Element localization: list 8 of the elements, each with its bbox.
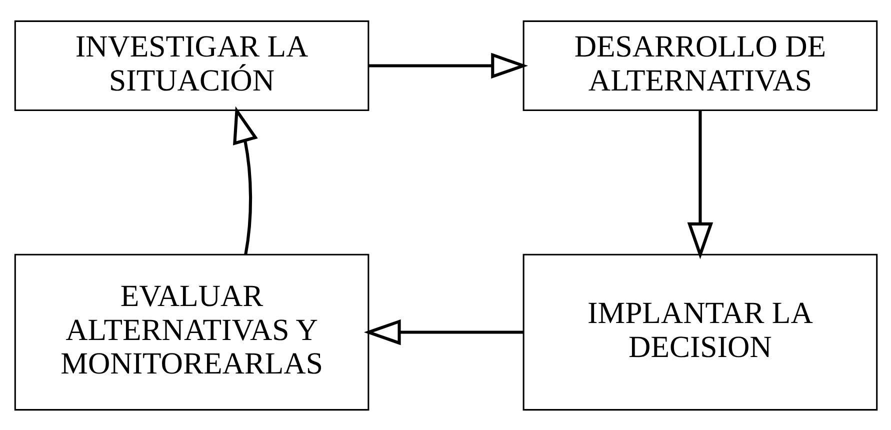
arrow (363, 318, 523, 345)
arrow (232, 106, 258, 254)
node-box: EVALUAR ALTERNATIVAS Y MONITOREARLAS (14, 253, 369, 410)
arrow (686, 110, 713, 259)
arrow (368, 52, 528, 78)
node-box: IMPLANTAR LA DECISION (522, 253, 878, 410)
node-box: DESARROLLO DE ALTERNATIVAS (522, 20, 878, 111)
node-box: INVESTIGAR LA SITUACIÓN (14, 20, 369, 111)
